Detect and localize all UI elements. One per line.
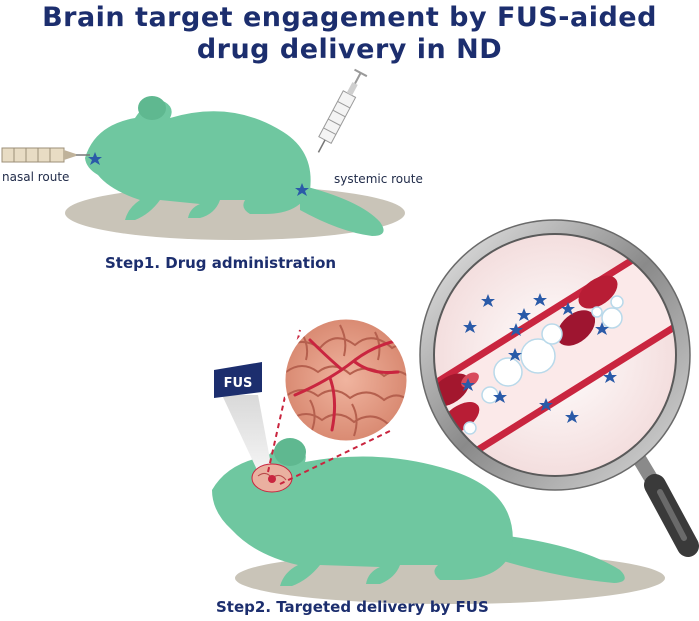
projection-line-2 bbox=[279, 429, 393, 485]
mouse1-tail bbox=[300, 185, 384, 236]
microbubbles bbox=[463, 295, 624, 435]
step1-label: Step1. Drug administration bbox=[105, 254, 337, 272]
mouse1-ear bbox=[138, 96, 166, 120]
mouse-step1 bbox=[65, 96, 405, 240]
nasal-syringe bbox=[1, 147, 90, 163]
nasal-route-label: nasal route bbox=[2, 170, 70, 184]
step2-label: Step2. Targeted delivery by FUS bbox=[216, 598, 489, 616]
nasal-drug-star bbox=[88, 152, 102, 165]
title-line-2: drug delivery in ND bbox=[196, 34, 503, 65]
systemic-drug-star bbox=[295, 183, 309, 196]
mouse-brain-spot bbox=[251, 463, 293, 493]
mouse2-ear bbox=[274, 438, 306, 466]
fus-label: FUS bbox=[223, 376, 253, 391]
mouse1-body bbox=[85, 100, 311, 220]
fus-transducer bbox=[214, 362, 262, 398]
magnifier-rim bbox=[420, 220, 690, 490]
systemic-syringe bbox=[317, 68, 368, 153]
systemic-route-label: systemic route bbox=[334, 172, 423, 186]
title-line-1: Brain target engagement by FUS-aided bbox=[42, 2, 657, 33]
magnifier-lens bbox=[419, 219, 691, 491]
fus-beam bbox=[222, 395, 272, 472]
figure-title: Brain target engagement by FUS-aided dru… bbox=[0, 2, 699, 66]
drug-molecules bbox=[461, 293, 617, 423]
brain-magnified bbox=[282, 316, 410, 444]
mouse2-tail bbox=[500, 535, 625, 583]
magnifier-handle bbox=[633, 453, 699, 557]
